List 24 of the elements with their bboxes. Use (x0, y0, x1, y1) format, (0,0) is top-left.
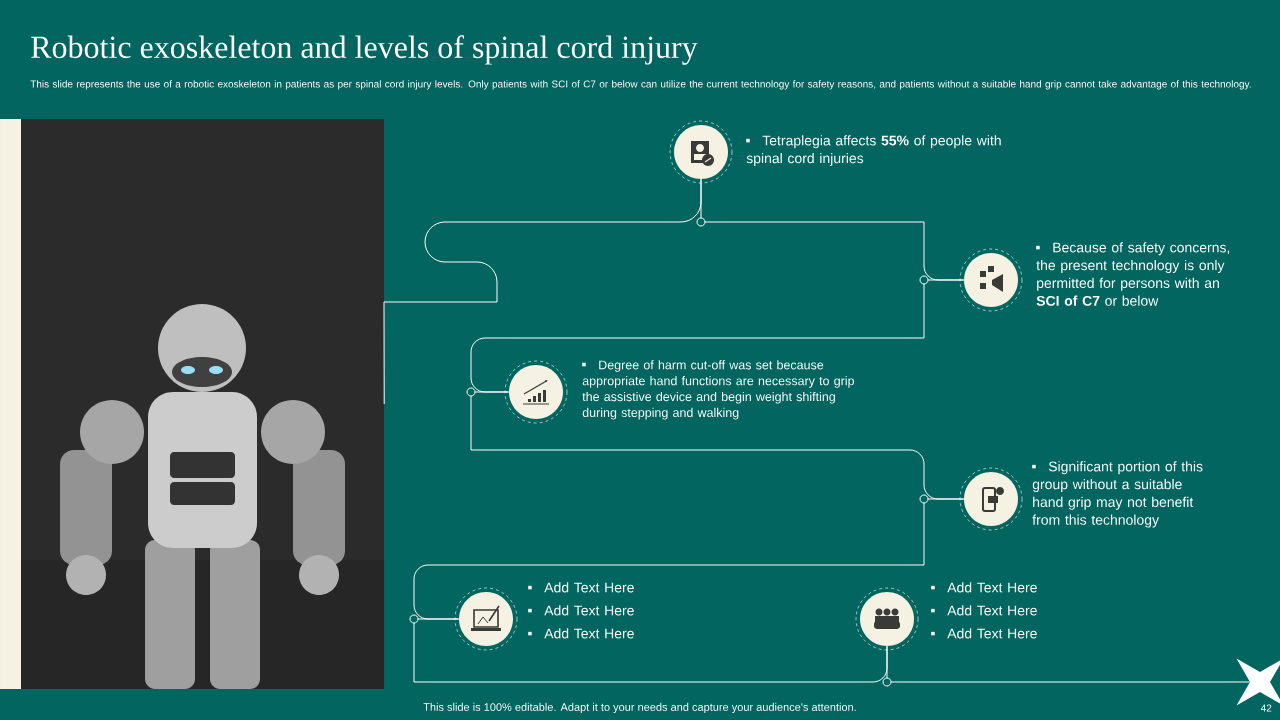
icon-circle (959, 467, 1023, 531)
sparkle-star (1236, 658, 1280, 706)
connector-line (886, 645, 1251, 683)
bullet-text: Add Text Here (931, 582, 1037, 593)
icon-circle (959, 248, 1023, 312)
bullet-text: Add Text Here (528, 628, 634, 639)
bullet-text: Significant portion of this group without a suitable hand grip may not benefit from this technology (1032, 461, 1203, 528)
connector-line (470, 279, 965, 393)
bullet-text: Add Text Here (931, 628, 1037, 639)
bullet-text: Because of safety concerns, the present technology is only permitted for persons with an SCI of C7 or below (1036, 242, 1230, 306)
icon-circle (504, 360, 568, 424)
bullet-text: Add Text Here (528, 582, 634, 593)
slide-title: Robotic exoskeleton and levels of spinal cord injury (31, 35, 698, 65)
footer-text: This slide is 100% editable. Adapt it to your needs and capture your audience's attention. (423, 702, 856, 714)
bullet-text: Add Text Here (528, 605, 634, 616)
description-text: This slide represents the use of a robotic exoskeleton in patients as per spinal cord injury levels. Only patients with SCI of C7 or below can utilize the current technology for safety reasons, and patients without a suitable hand grip cannot take advantage of this technology. (30, 80, 1251, 90)
bullet-text: Tetraplegia affects 55% of people with spinal cord injuries (746, 135, 1001, 166)
page-number: 42 (1260, 704, 1272, 712)
bullet-text: Add Text Here (931, 605, 1037, 616)
connector-line (413, 618, 888, 683)
robot-photo (21, 119, 384, 689)
bullet-text: Degree of harm cut-off was set because appropriate hand functions are necessary to grip the assistive device and begin weight shifting during stepping and walking (582, 360, 854, 420)
connector-line (413, 498, 965, 620)
icon-circle (454, 587, 518, 651)
